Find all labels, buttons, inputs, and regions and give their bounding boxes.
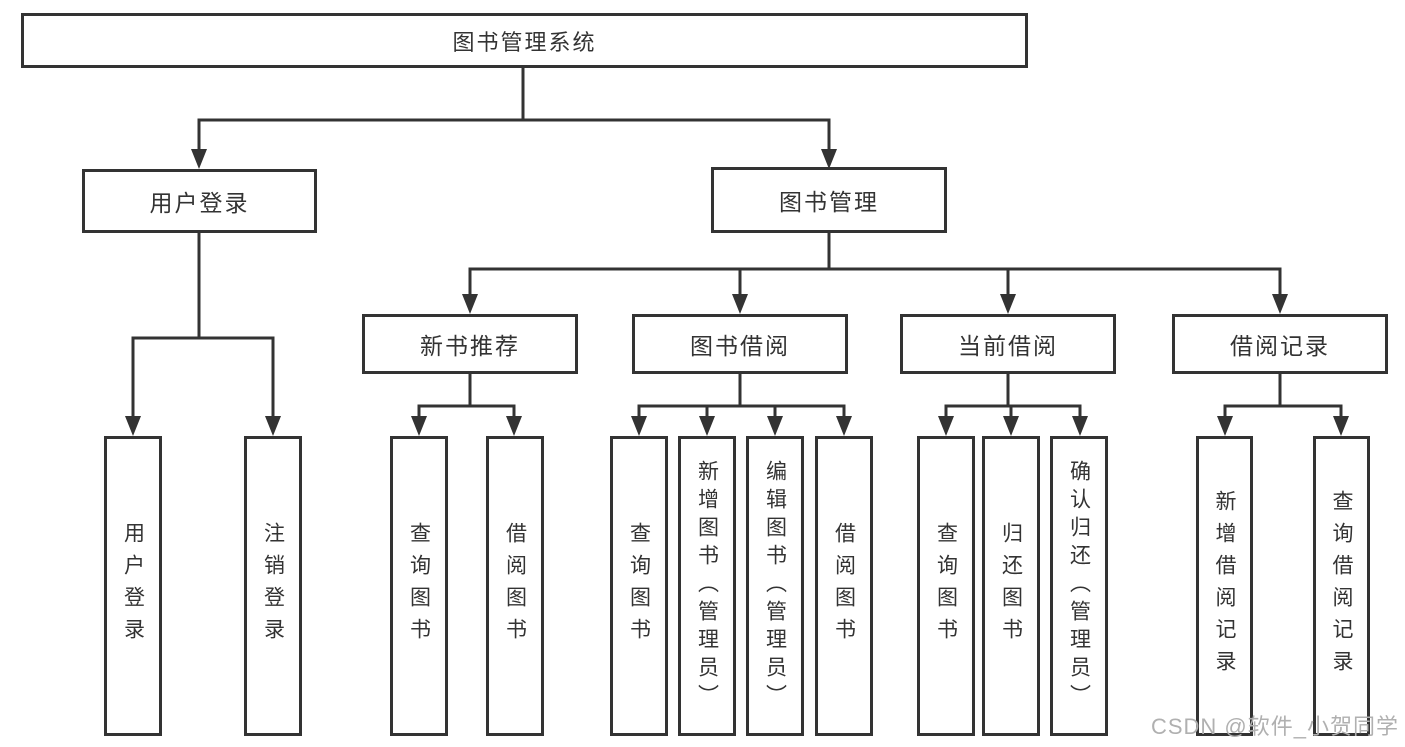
arrow-to-new-books [462, 294, 478, 314]
arrow-to-book-management [821, 149, 837, 169]
arrow-to-borrow-records [1272, 294, 1288, 314]
node-current-return-label: 归还图书 [999, 522, 1023, 650]
node-current-query: 查询图书 [917, 436, 975, 736]
node-current-return: 归还图书 [982, 436, 1040, 736]
node-new-books-label: 新书推荐 [420, 333, 520, 359]
node-newbooks-borrow-label: 借阅图书 [503, 522, 527, 650]
node-records-query-label: 查询借阅记录 [1330, 490, 1353, 682]
arrow-to-leaf-login [125, 416, 141, 436]
node-borrow-add-label: 新增图书（管理员） [695, 460, 719, 712]
node-newbooks-borrow: 借阅图书 [486, 436, 544, 736]
node-current-confirm-label: 确认归还（管理员） [1067, 460, 1091, 712]
node-book-management: 图书管理 [711, 167, 947, 233]
arrow-to-leaf-logout [265, 416, 281, 436]
arrow-to-book-borrow [732, 294, 748, 314]
node-leaf-user-login-label: 用户登录 [121, 522, 145, 650]
node-borrow-records: 借阅记录 [1172, 314, 1388, 374]
node-current-query-label: 查询图书 [934, 522, 958, 650]
node-root: 图书管理系统 [21, 13, 1028, 68]
node-borrow-query: 查询图书 [610, 436, 668, 736]
node-leaf-logout-label: 注销登录 [261, 522, 285, 650]
node-records-add: 新增借阅记录 [1196, 436, 1253, 736]
node-borrow-records-label: 借阅记录 [1230, 333, 1330, 359]
node-current-borrow-label: 当前借阅 [958, 333, 1058, 359]
node-borrow-borrow-label: 借阅图书 [832, 522, 856, 650]
node-current-borrow: 当前借阅 [900, 314, 1116, 374]
node-borrow-add: 新增图书（管理员） [678, 436, 736, 736]
node-root-label: 图书管理系统 [452, 29, 597, 55]
node-borrow-edit-label: 编辑图书（管理员） [763, 460, 787, 712]
node-new-books: 新书推荐 [362, 314, 578, 374]
node-newbooks-query-label: 查询图书 [407, 522, 431, 650]
node-user-login: 用户登录 [82, 169, 317, 233]
node-borrow-query-label: 查询图书 [627, 522, 651, 650]
node-records-query: 查询借阅记录 [1313, 436, 1370, 736]
arrow-to-current-borrow [1000, 294, 1016, 314]
node-leaf-user-login: 用户登录 [104, 436, 162, 736]
watermark: CSDN @软件_小贺同学 [1150, 714, 1399, 739]
node-newbooks-query: 查询图书 [390, 436, 448, 736]
node-records-add-label: 新增借阅记录 [1213, 490, 1236, 682]
node-borrow-edit: 编辑图书（管理员） [746, 436, 804, 736]
node-book-borrow-label: 图书借阅 [690, 333, 790, 359]
node-book-management-label: 图书管理 [779, 189, 879, 215]
node-current-confirm: 确认归还（管理员） [1050, 436, 1108, 736]
node-book-borrow: 图书借阅 [632, 314, 848, 374]
node-leaf-logout: 注销登录 [244, 436, 302, 736]
node-borrow-borrow: 借阅图书 [815, 436, 873, 736]
arrow-to-user-login [191, 149, 207, 169]
node-user-login-label: 用户登录 [149, 190, 250, 216]
